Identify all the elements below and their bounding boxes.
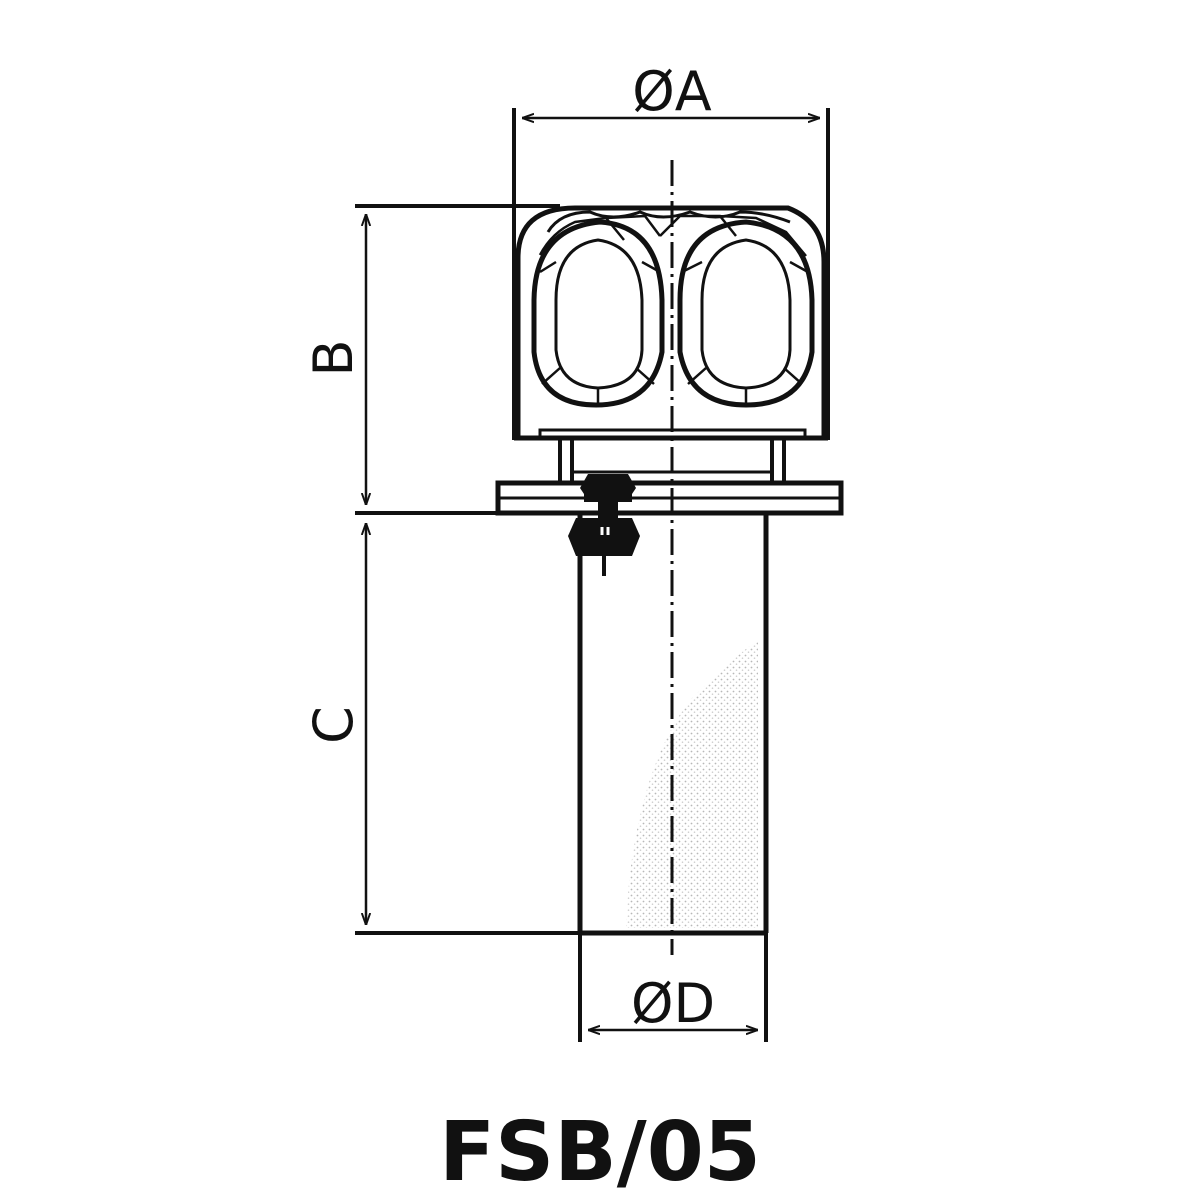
neck xyxy=(558,438,786,482)
dimension-dia-d: ØD xyxy=(578,933,768,1042)
dimension-label-dia-d: ØD xyxy=(631,972,715,1035)
grip-left-outer xyxy=(531,219,665,408)
neck-left-wall xyxy=(558,438,574,482)
filter-media-shading xyxy=(626,640,758,928)
cap-facet-lines xyxy=(538,214,807,257)
lock-screw xyxy=(568,474,640,576)
neck-right-wall xyxy=(770,438,786,482)
mounting-flange xyxy=(495,480,844,516)
model-label: FSB/05 xyxy=(439,1105,761,1200)
dimension-label-c: C xyxy=(302,706,365,744)
grip-right-outer xyxy=(677,219,815,408)
dimension-dia-a: ØA xyxy=(512,60,830,440)
grip-left-facets xyxy=(539,260,661,405)
flange-plate xyxy=(495,480,844,516)
cap-top-ridge xyxy=(546,210,791,233)
screw-shank xyxy=(598,500,618,520)
screw-nut xyxy=(568,518,640,556)
grip-right-facets xyxy=(681,260,809,405)
dimension-label-dia-a: ØA xyxy=(632,60,712,123)
cap-grip-right xyxy=(677,219,815,408)
grip-right-inner xyxy=(700,238,792,390)
cap-grip-left xyxy=(531,219,665,408)
dimension-label-b: B xyxy=(302,339,365,376)
cap-outline xyxy=(515,205,827,438)
filter-cap xyxy=(514,205,828,441)
dimension-c: C xyxy=(302,523,580,935)
grip-left-inner xyxy=(554,238,644,390)
screw-head-band xyxy=(584,488,632,502)
dimension-b: B xyxy=(302,204,560,515)
